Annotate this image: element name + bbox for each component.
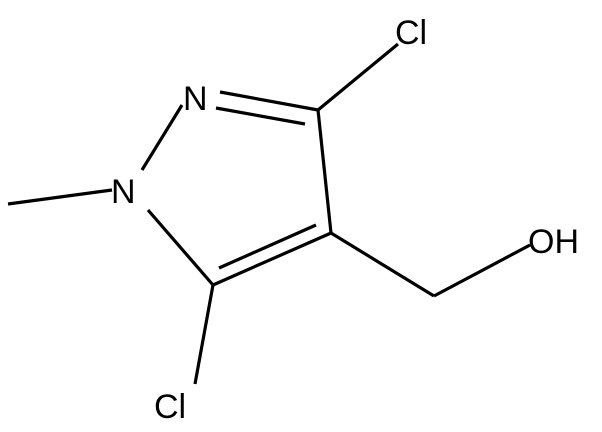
bond-ch2-o [433, 243, 531, 298]
atom-cl-bottom: Cl [154, 388, 186, 426]
bond-c4-ch2 [330, 231, 435, 298]
atom-oh: OH [528, 223, 579, 261]
bond-n2-c3-double [215, 106, 306, 126]
atom-n1: N [111, 173, 136, 211]
bond-n2-c3 [219, 90, 319, 112]
bond-n1-methyl [7, 188, 113, 206]
bond-c5-n1 [146, 208, 215, 287]
bond-c3-cl [316, 42, 400, 112]
bond-c4-c5 [212, 231, 332, 287]
atom-n2: N [183, 80, 208, 118]
bond-c3-c4 [316, 109, 333, 234]
bond-n1-n2 [140, 104, 184, 171]
atom-cl-top: Cl [395, 14, 427, 52]
bond-c5-cl [193, 284, 215, 385]
bond-c4-c5-double [218, 223, 317, 270]
